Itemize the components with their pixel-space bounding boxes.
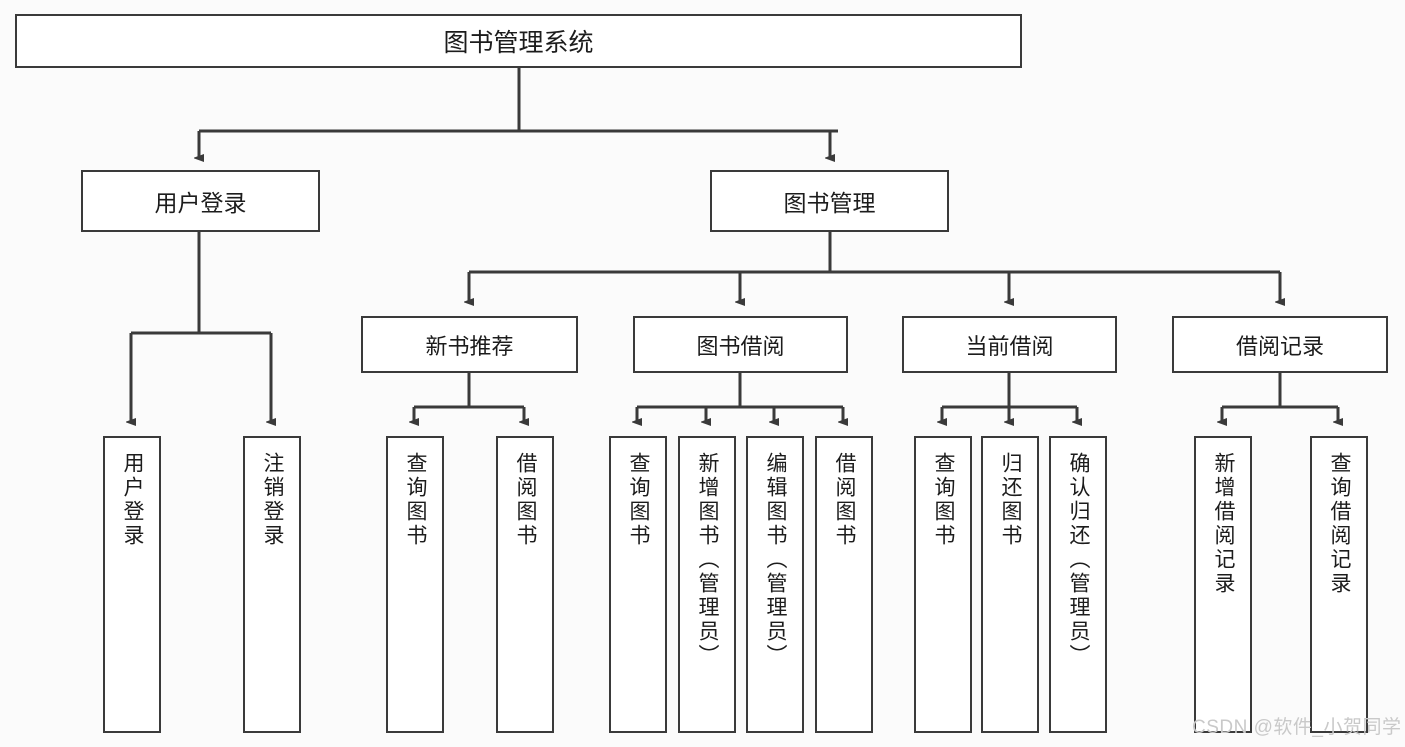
leaf-label: 注销登录 [261, 452, 285, 548]
node-book-management-label: 图书管理 [783, 190, 876, 216]
node-new-book-recommend[interactable]: 新书推荐 [361, 316, 578, 373]
node-current-borrow[interactable]: 当前借阅 [902, 316, 1117, 373]
leaf-book-borrow-query[interactable]: 查询图书 [609, 436, 667, 733]
leaf-label: 查询图书 [932, 452, 956, 548]
leaf-label: 归还图书 [999, 452, 1023, 548]
leaf-label: 查询借阅记录 [1328, 452, 1352, 596]
node-book-borrow[interactable]: 图书借阅 [633, 316, 848, 373]
leaf-label: 借阅图书 [833, 452, 857, 548]
node-borrow-record-label: 借阅记录 [1235, 333, 1324, 359]
node-user-login[interactable]: 用户登录 [81, 170, 320, 232]
leaf-label: 借阅图书 [514, 452, 538, 548]
leaf-current-borrow-query[interactable]: 查询图书 [914, 436, 972, 733]
node-book-borrow-label: 图书借阅 [696, 333, 785, 359]
leaf-label: 查询图书 [627, 452, 651, 548]
leaf-label: 用户登录 [121, 452, 145, 548]
leaf-borrow-record-query[interactable]: 查询借阅记录 [1310, 436, 1368, 733]
leaf-label: 新增借阅记录 [1212, 452, 1236, 596]
node-root-label: 图书管理系统 [443, 29, 594, 57]
node-user-login-label: 用户登录 [154, 190, 247, 216]
leaf-current-borrow-return[interactable]: 归还图书 [981, 436, 1039, 733]
leaf-label: 确认归还（管理员） [1067, 452, 1091, 668]
node-root[interactable]: 图书管理系统 [15, 14, 1022, 68]
node-new-book-recommend-label: 新书推荐 [425, 333, 514, 359]
node-current-borrow-label: 当前借阅 [965, 333, 1054, 359]
leaf-user-login-logout[interactable]: 注销登录 [243, 436, 301, 733]
node-borrow-record[interactable]: 借阅记录 [1172, 316, 1388, 373]
watermark: CSDN @软件_小贺同学 [1192, 717, 1402, 738]
leaf-label: 新增图书（管理员） [696, 452, 720, 668]
node-book-management[interactable]: 图书管理 [710, 170, 949, 232]
leaf-label: 查询图书 [404, 452, 428, 548]
leaf-current-borrow-confirm-return[interactable]: 确认归还（管理员） [1049, 436, 1107, 733]
leaf-book-borrow-edit[interactable]: 编辑图书（管理员） [746, 436, 804, 733]
leaf-user-login-login[interactable]: 用户登录 [103, 436, 161, 733]
leaf-borrow-record-add[interactable]: 新增借阅记录 [1194, 436, 1252, 733]
leaf-new-book-query[interactable]: 查询图书 [386, 436, 444, 733]
leaf-book-borrow-add[interactable]: 新增图书（管理员） [678, 436, 736, 733]
leaf-new-book-borrow[interactable]: 借阅图书 [496, 436, 554, 733]
leaf-book-borrow-borrow[interactable]: 借阅图书 [815, 436, 873, 733]
leaf-label: 编辑图书（管理员） [764, 452, 788, 668]
